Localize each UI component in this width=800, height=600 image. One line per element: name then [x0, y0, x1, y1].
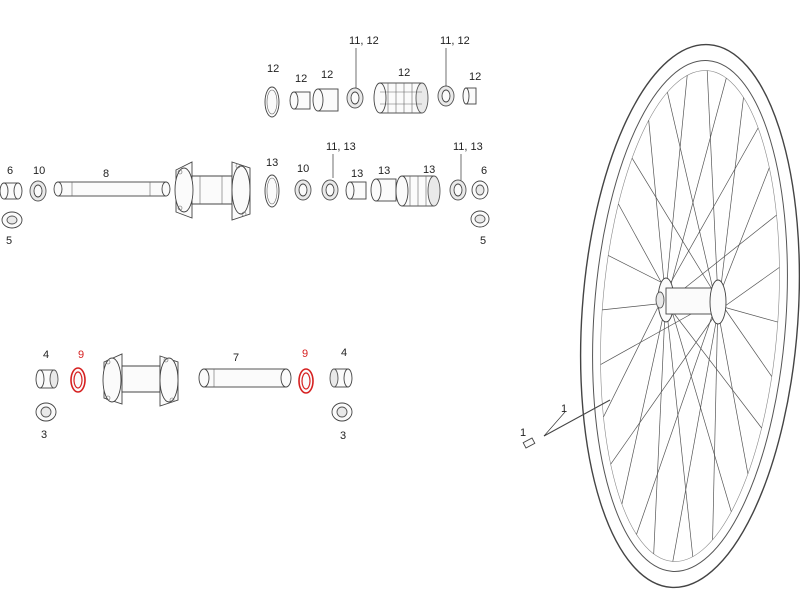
spoke [665, 302, 762, 429]
callout-label: 4 [43, 349, 49, 361]
part-spoke-nipple [522, 437, 536, 449]
callout-label: 1 [520, 427, 526, 439]
spoke [706, 70, 719, 300]
leader-lines [332, 48, 566, 437]
callout-label: 8 [103, 168, 109, 180]
callout-label: 11, 12 [440, 35, 470, 47]
spoke [672, 310, 719, 562]
part-axle [198, 368, 292, 388]
callout-label: 10 [33, 165, 45, 177]
front-hub-row [35, 353, 353, 422]
rim-inner [592, 60, 788, 572]
callout-label: 13 [266, 157, 278, 169]
part-end-cap [329, 368, 353, 388]
part-spacer [289, 91, 311, 110]
spoke [631, 158, 719, 300]
part-freehub-body [373, 82, 429, 114]
callout-label: 6 [481, 165, 487, 177]
wheel-hub [655, 277, 727, 325]
freehub-row [264, 82, 477, 118]
callout-label: 13 [423, 164, 435, 176]
spoke [621, 302, 667, 505]
callout-label: 9 [302, 348, 308, 360]
part-bearing [449, 179, 467, 201]
callout-label: 12 [469, 71, 481, 83]
part-bearing [321, 179, 339, 201]
part-end-cap [0, 182, 23, 200]
spoke [648, 120, 667, 304]
callout-label: 5 [480, 235, 486, 247]
part-axle [53, 181, 171, 197]
callout-label: 13 [351, 168, 363, 180]
spoke [717, 310, 749, 474]
spoke [636, 298, 719, 535]
callout-label: 4 [341, 347, 347, 359]
callout-label: 11, 13 [326, 141, 356, 153]
spoke [665, 75, 688, 292]
wheel-assembly [522, 43, 800, 589]
part-bearing [346, 87, 364, 109]
part-end-cap [35, 402, 57, 422]
callout-label: 11, 12 [349, 35, 379, 47]
part-seal-ring [264, 174, 280, 208]
callout-label: 11, 13 [453, 141, 483, 153]
part-rear-hub-shell [174, 161, 251, 221]
part-bearing-highlighted [298, 368, 314, 394]
callout-label: 12 [321, 69, 333, 81]
rim-outer [579, 43, 800, 589]
spoke [717, 298, 773, 377]
callout-label: 13 [378, 165, 390, 177]
rear-hub-row [0, 161, 490, 229]
spoke [665, 127, 759, 292]
spoke [717, 167, 770, 300]
part-spoke [543, 399, 611, 437]
part-seal-ring [264, 86, 280, 118]
spoke [618, 203, 667, 292]
part-end-cap [470, 210, 490, 228]
callout-labels: 11, 12 11, 12 12 12 12 12 12 6 10 8 13 1… [6, 35, 567, 442]
part-end-cap [471, 180, 489, 200]
spoke [717, 267, 780, 312]
spoke [603, 290, 667, 418]
part-bearing [294, 179, 312, 201]
part-front-hub-shell [102, 353, 179, 407]
callout-label: 5 [6, 235, 12, 247]
callout-label: 9 [78, 349, 84, 361]
spoke [665, 290, 732, 512]
callout-label: 12 [267, 63, 279, 75]
part-end-cap [462, 87, 477, 105]
part-end-cap [35, 369, 59, 389]
spoke [602, 302, 667, 311]
spoke [610, 310, 719, 465]
part-spacer [370, 178, 397, 202]
part-spacer [345, 181, 367, 200]
callout-label: 1 [561, 403, 567, 415]
callout-label: 3 [41, 429, 47, 441]
callout-label: 12 [295, 73, 307, 85]
spoke [653, 290, 667, 554]
callout-label: 7 [233, 352, 239, 364]
spoke [665, 78, 727, 304]
part-end-cap [1, 211, 23, 229]
part-bearing [29, 180, 47, 202]
callout-label: 3 [340, 430, 346, 442]
spoke [712, 298, 719, 540]
spoke [665, 302, 694, 557]
spoke [667, 92, 719, 312]
spokes [600, 70, 780, 562]
part-bearing-highlighted [70, 367, 86, 393]
part-freehub-body [395, 175, 441, 207]
callout-label: 6 [7, 165, 13, 177]
part-end-cap [331, 402, 353, 422]
spoke [717, 97, 744, 312]
part-bearing [437, 85, 455, 107]
part-spacer [312, 88, 339, 112]
callout-label: 10 [297, 163, 309, 175]
callout-label: 12 [398, 67, 410, 79]
